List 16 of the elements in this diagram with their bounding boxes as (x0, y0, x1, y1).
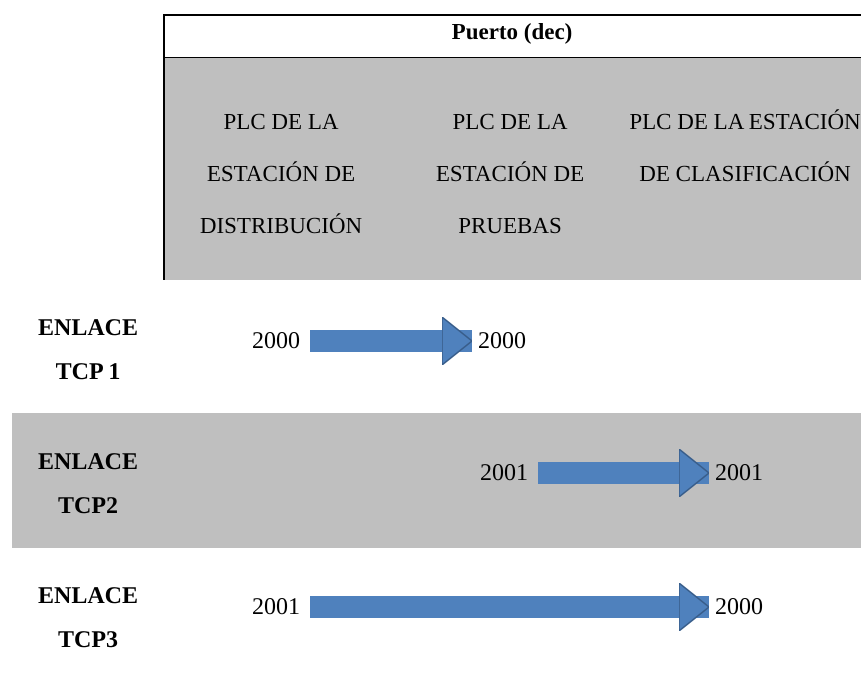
row-header: ENLACE TCP 1 (36, 314, 140, 387)
port-number: 2000 (252, 326, 300, 356)
port-number: 2000 (715, 592, 763, 622)
row-header: ENLACE TCP2 (36, 448, 140, 521)
port-number: 2001 (480, 458, 528, 488)
port-number: 2001 (715, 458, 763, 488)
block-arrow (310, 582, 710, 632)
block-arrow (538, 448, 710, 498)
column-header: PLC DE LA ESTACIÓN DE CLASIFICACIÓN (628, 108, 861, 188)
column-header: PLC DE LA ESTACIÓN DE PRUEBAS (434, 108, 586, 240)
port-number: 2001 (252, 592, 300, 622)
port-number: 2000 (478, 326, 526, 356)
column-header: PLC DE LA ESTACIÓN DE DISTRIBUCIÓN (198, 108, 364, 240)
column-group-header: Puerto (dec) (450, 18, 574, 46)
row-header: ENLACE TCP3 (36, 582, 140, 655)
block-arrow (310, 316, 473, 366)
